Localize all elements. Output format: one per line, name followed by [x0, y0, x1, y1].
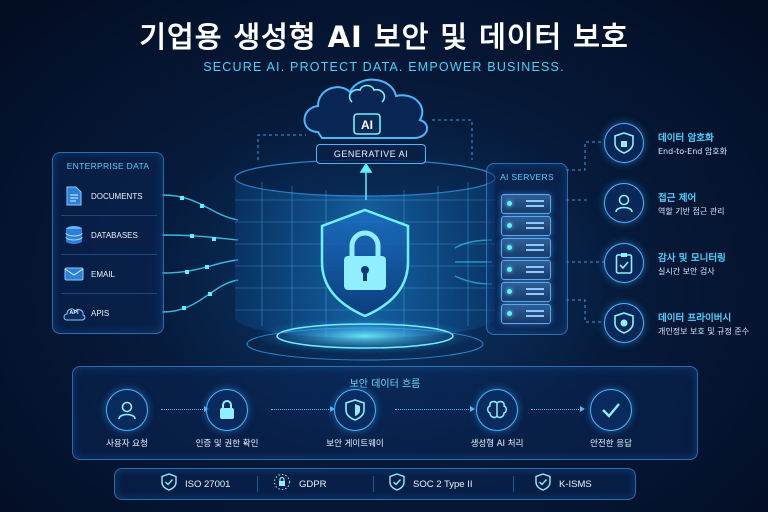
shield-check-icon [161, 473, 177, 495]
flow-step-label: 안전한 응답 [590, 439, 632, 449]
generative-ai-label: GENERATIVE AI [316, 144, 426, 164]
shield-icon [334, 389, 376, 431]
lock-icon [206, 389, 248, 431]
page-subtitle: SECURE AI. PROTECT DATA. EMPOWER BUSINES… [203, 60, 565, 74]
ai-servers-title: AI SERVERS [500, 172, 554, 182]
source-documents: DOCUMENTS [61, 179, 157, 213]
source-label: DATABASES [91, 230, 138, 240]
shield-check-icon [535, 473, 551, 495]
api-icon-text: API [69, 310, 79, 316]
page-title: 기업용 생성형 AI 보안 및 데이터 보호 [139, 20, 629, 54]
enterprise-data-title: ENTERPRISE DATA [66, 161, 150, 171]
source-apis: API APIS [61, 296, 157, 330]
flow-step-safe-response: 안전한 응답 [561, 389, 661, 449]
server-unit [501, 282, 551, 302]
flow-step-label: 사용자 요청 [106, 439, 148, 449]
server-unit [501, 304, 551, 324]
feature-title: 접근 제어 [658, 193, 697, 204]
feature-desc: 역할 기반 접근 관리 [658, 207, 725, 216]
flow-title: 보안 데이터 흐름 [349, 379, 421, 390]
server-unit [501, 216, 551, 236]
feature-encryption: 데이터 암호화 End-to-End 암호화 [604, 123, 764, 167]
feature-desc: End-to-End 암호화 [658, 147, 727, 156]
flow-step-authentication: 인증 및 권한 확인 [177, 389, 277, 449]
shield-lock-icon [604, 123, 644, 163]
source-label: EMAIL [91, 269, 116, 279]
compliance-iso27001: ISO 27001 [161, 469, 230, 499]
ai-badge: AI [361, 118, 373, 132]
data-flow-lines-left [161, 194, 239, 313]
flow-step-ai-processing: 생성형 AI 처리 [447, 389, 547, 449]
compliance-label: ISO 27001 [185, 478, 231, 490]
user-icon [604, 183, 644, 223]
feature-title: 데이터 프라이버시 [658, 313, 732, 324]
feature-data-privacy: 데이터 프라이버시 개인정보 보호 및 규정 준수 [604, 303, 764, 347]
feature-audit-monitoring: 감사 및 모니터링 실시간 보안 검사 [604, 243, 764, 287]
compliance-label: GDPR [299, 478, 327, 490]
flow-step-security-gateway: 보안 게이트웨이 [305, 389, 405, 449]
server-unit [501, 260, 551, 280]
data-packets [180, 196, 216, 310]
flow-step-label: 보안 게이트웨이 [326, 439, 384, 449]
document-icon [61, 186, 87, 206]
compliance-label: SOC 2 Type II [413, 478, 473, 490]
server-unit [501, 238, 551, 258]
flow-step-label: 인증 및 권한 확인 [195, 439, 259, 449]
clipboard-check-icon [604, 243, 644, 283]
compliance-kisms: K-ISMS [535, 469, 592, 499]
check-icon [590, 389, 632, 431]
database-icon [61, 225, 87, 245]
privacy-shield-icon [604, 303, 644, 343]
eu-lock-icon [273, 473, 291, 495]
source-email: EMAIL [61, 257, 157, 291]
flow-arrow [271, 405, 335, 412]
feature-access-control: 접근 제어 역할 기반 접근 관리 [604, 183, 764, 227]
flow-arrow [395, 405, 475, 412]
compliance-soc2: SOC 2 Type II [389, 469, 473, 499]
compliance-bar: ISO 27001 GDPR SOC 2 Type II K-ISMS [114, 468, 636, 500]
flow-step-user-request: 사용자 요청 [77, 389, 177, 449]
api-cloud-icon: API [61, 305, 87, 321]
secure-data-flow-panel: 보안 데이터 흐름 사용자 요청 인증 및 권한 확인 보안 게이트웨이 생성형… [72, 366, 698, 460]
compliance-gdpr: GDPR [273, 469, 326, 499]
flow-step-label: 생성형 AI 처리 [470, 439, 524, 449]
email-icon [61, 267, 87, 281]
enterprise-data-panel: ENTERPRISE DATA DOCUMENTS DATABASES EMAI… [52, 152, 164, 334]
source-label: DOCUMENTS [91, 191, 143, 201]
flow-arrow [531, 405, 585, 412]
source-databases: DATABASES [61, 218, 157, 252]
feature-desc: 실시간 보안 검사 [658, 267, 715, 276]
upward-arrow [359, 162, 373, 200]
user-icon [106, 389, 148, 431]
feature-connectors [257, 119, 604, 323]
feature-title: 데이터 암호화 [658, 133, 714, 144]
feature-title: 감사 및 모니터링 [658, 253, 726, 264]
source-label: APIS [91, 308, 110, 318]
cloud-brain-icon [303, 78, 429, 139]
shield-lock-icon [320, 208, 410, 318]
compliance-label: K-ISMS [559, 478, 592, 490]
ai-servers-panel: AI SERVERS [486, 163, 568, 335]
brain-icon [476, 389, 518, 431]
feature-desc: 개인정보 보호 및 규정 준수 [658, 327, 750, 336]
shield-check-icon [389, 473, 405, 495]
server-unit [501, 194, 551, 214]
